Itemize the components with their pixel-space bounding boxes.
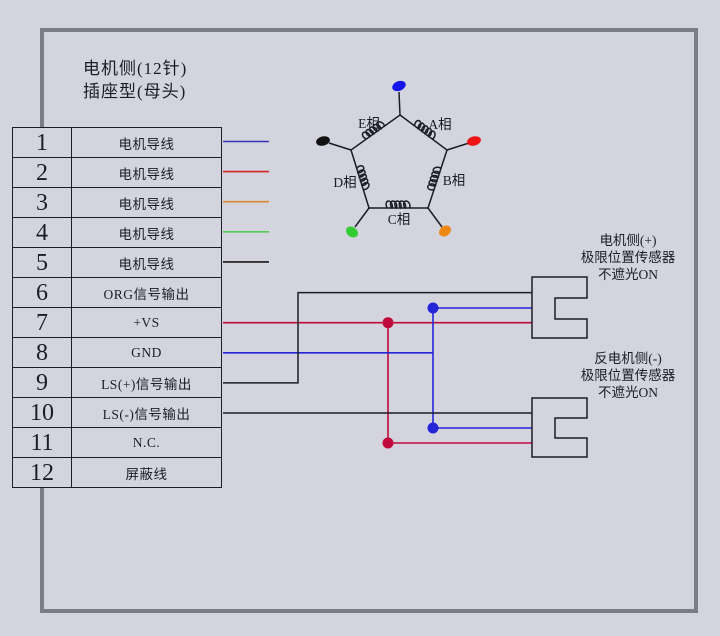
coil-phase-c (385, 200, 411, 209)
pin-number: 5 (13, 248, 72, 277)
pin-number: 7 (13, 308, 72, 337)
sensor2-caption-line2: 极限位置传感器 (580, 368, 676, 383)
sensor2-caption: 反电机侧(-) 极限位置传感器 不遮光ON (550, 350, 706, 401)
terminal-dot-green (346, 226, 358, 238)
lead-line-left (328, 142, 352, 151)
pin-label: ORG信号输出 (103, 286, 190, 302)
sensor2-caption-line1: 反电机侧(-) (594, 351, 662, 366)
table-row-2: 2 电机导线 (13, 158, 221, 188)
phase-a-label: A相 (428, 117, 451, 132)
pin-label: GND (131, 344, 162, 360)
pin-number: 10 (13, 398, 72, 427)
table-row-10: 10 LS(-)信号输出 (13, 398, 221, 428)
table-row-8: 8 GND (13, 338, 221, 368)
pin-number: 4 (13, 218, 72, 247)
lead-line-right (446, 142, 470, 151)
terminal-dot-red (467, 136, 481, 146)
pin-table: 1 电机导线 2 电机导线 3 电机导线 4 电机导线 5 电机导线 6 ORG… (12, 127, 222, 488)
table-row-3: 3 电机导线 (13, 188, 221, 218)
terminal-dot-black (316, 136, 330, 146)
sensor1-symbol (531, 276, 588, 339)
sensor1-caption-line2: 极限位置传感器 (580, 250, 676, 265)
terminal-dot-orange (439, 225, 451, 237)
sensor1-caption: 电机侧(+) 极限位置传感器 不遮光ON (550, 232, 706, 283)
sensor1-caption-line3: 不遮光ON (598, 267, 658, 282)
connector-title-line1: 电机侧(12针) (83, 59, 188, 78)
pin-label: 电机导线 (118, 226, 175, 242)
pin-label: 电机导线 (118, 196, 175, 212)
pin-number: 11 (13, 428, 72, 457)
table-row-9: 9 LS(+)信号输出 (13, 368, 221, 398)
connector-title-line2: 插座型(母头) (83, 82, 187, 101)
pin-label: N.C. (132, 434, 161, 450)
pin-label: +VS (133, 314, 160, 330)
lead-line-top (398, 91, 401, 116)
table-row-7: 7 +VS (13, 308, 221, 338)
table-row-5: 5 电机导线 (13, 248, 221, 278)
pin-label: 屏蔽线 (125, 466, 168, 482)
table-row-4: 4 电机导线 (13, 218, 221, 248)
pin-number: 2 (13, 158, 72, 187)
ls-plus-wire (223, 291, 532, 384)
pin-label: 电机导线 (118, 256, 175, 272)
gnd-junction-dot-bottom (427, 422, 439, 434)
coil-phase-d (355, 164, 371, 191)
pin-label: 电机导线 (118, 136, 175, 152)
pin-label: LS(+)信号输出 (101, 376, 192, 392)
gnd-junction-dot-top (427, 302, 439, 314)
lead-line-bottom-right (427, 207, 443, 228)
pin-number: 12 (13, 458, 72, 487)
pin-number: 8 (13, 338, 72, 367)
sensor1-caption-line1: 电机侧(+) (599, 233, 657, 248)
lead-line-bottom-left (354, 207, 370, 228)
pin-label: LS(-)信号输出 (102, 406, 191, 422)
pin-label: 电机导线 (118, 166, 175, 182)
table-row-1: 1 电机导线 (13, 128, 221, 158)
connector-title: 电机侧(12针) 插座型(母头) (83, 57, 187, 103)
phase-d-label: D相 (333, 175, 356, 190)
vs-junction-dot-bottom (382, 437, 394, 449)
sensor2-caption-line3: 不遮光ON (598, 385, 658, 400)
coil-phase-b (426, 165, 442, 192)
pin-number: 6 (13, 278, 72, 307)
table-row-11: 11 N.C. (13, 428, 221, 458)
table-row-12: 12 屏蔽线 (13, 458, 221, 487)
terminal-dot-blue (392, 80, 406, 92)
pin-number: 9 (13, 368, 72, 397)
phase-b-label: B相 (443, 173, 466, 188)
phase-c-label: C相 (388, 212, 411, 227)
sensor2-symbol (531, 397, 588, 458)
pentagon-winding-outline (350, 114, 448, 209)
table-row-6: 6 ORG信号输出 (13, 278, 221, 308)
phase-e-label: E相 (358, 116, 380, 131)
pin-number: 3 (13, 188, 72, 217)
vs-junction-dot-top (382, 317, 394, 329)
pin-number: 1 (13, 128, 72, 157)
